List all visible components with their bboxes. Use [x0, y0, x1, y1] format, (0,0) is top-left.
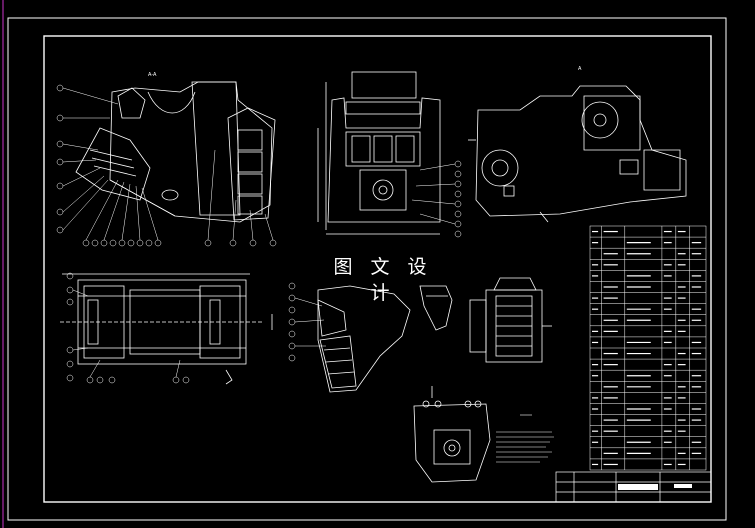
detail-view-2: [419, 285, 453, 331]
front-section-view: A-A: [75, 72, 276, 223]
plan-view-leaders: [66, 272, 190, 384]
watermark-text: 图 文 设 计: [318, 254, 448, 304]
technical-notes: [496, 414, 554, 463]
detail-view-bottom: [413, 386, 491, 483]
detail-view-1-leaders: [288, 282, 326, 362]
detail-view-3: [469, 277, 552, 363]
sheet-border: [2, 0, 727, 528]
side-view: A: [468, 66, 687, 223]
front-view-leaders: [56, 84, 277, 247]
side-view-label: A: [578, 66, 582, 72]
front-section-view-label: A-A: [148, 72, 157, 78]
end-view: [317, 71, 441, 235]
title-block: [555, 471, 712, 503]
parts-list-table: [589, 225, 707, 471]
plan-view: [60, 273, 273, 385]
end-view-leaders: [411, 160, 462, 238]
detail-view-1: [317, 285, 411, 393]
